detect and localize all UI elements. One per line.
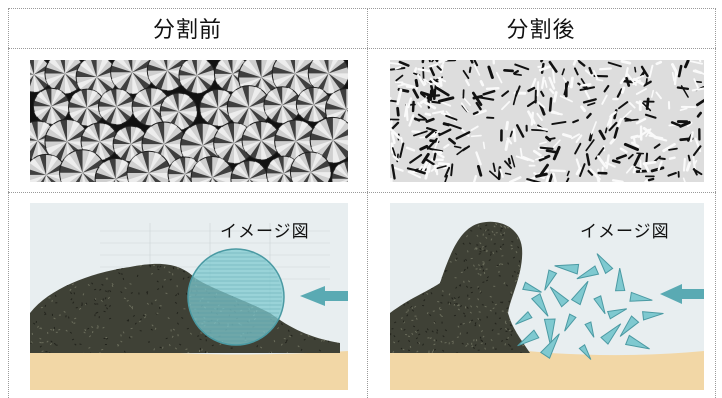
particle-shard — [522, 281, 542, 293]
header-after-text: 分割後 — [506, 18, 576, 43]
micrograph-after — [390, 60, 704, 182]
micrograph-before — [30, 60, 348, 182]
particle-shard — [544, 269, 558, 291]
illustration-after-caption: イメージ図 — [580, 222, 670, 242]
particle-shard — [619, 315, 640, 337]
particle-shard — [515, 310, 533, 325]
particle-shard — [596, 253, 614, 275]
table-border-left — [8, 8, 9, 398]
micrograph-before-image — [30, 60, 348, 182]
particle-shard — [642, 311, 664, 321]
header-divider — [8, 48, 716, 49]
particle-shard — [629, 291, 653, 302]
illustration-before: イメージ図 — [30, 203, 348, 390]
particle-shard — [564, 313, 577, 332]
table-border-right — [715, 8, 716, 398]
particle-shard — [600, 323, 622, 345]
column-header-before: 分割前 — [8, 8, 367, 48]
particle-shard — [614, 268, 626, 292]
column-header-after: 分割後 — [367, 8, 715, 48]
particle-shard — [543, 318, 556, 346]
particle-shard — [517, 329, 540, 347]
column-divider — [367, 8, 368, 398]
particle-shard — [539, 333, 560, 359]
particle-shard — [549, 286, 570, 308]
particle-shard — [606, 308, 628, 320]
particle-shard — [624, 334, 650, 350]
particle-shard — [570, 280, 589, 306]
table-border-top — [8, 8, 716, 9]
row-divider — [8, 192, 716, 193]
illustration-after: イメージ図 — [390, 203, 704, 390]
micrograph-after-image — [390, 60, 704, 182]
particle-shard — [593, 295, 606, 315]
particle-shard — [530, 292, 549, 317]
illustration-before-image — [30, 203, 348, 390]
particle-shard — [584, 321, 595, 338]
illustration-before-caption: イメージ図 — [220, 222, 310, 242]
illustration-after-image — [390, 203, 704, 390]
header-before-text: 分割前 — [152, 18, 222, 43]
particle-shard — [578, 344, 592, 360]
particle-shard — [554, 263, 580, 275]
particle-shard — [576, 265, 600, 280]
